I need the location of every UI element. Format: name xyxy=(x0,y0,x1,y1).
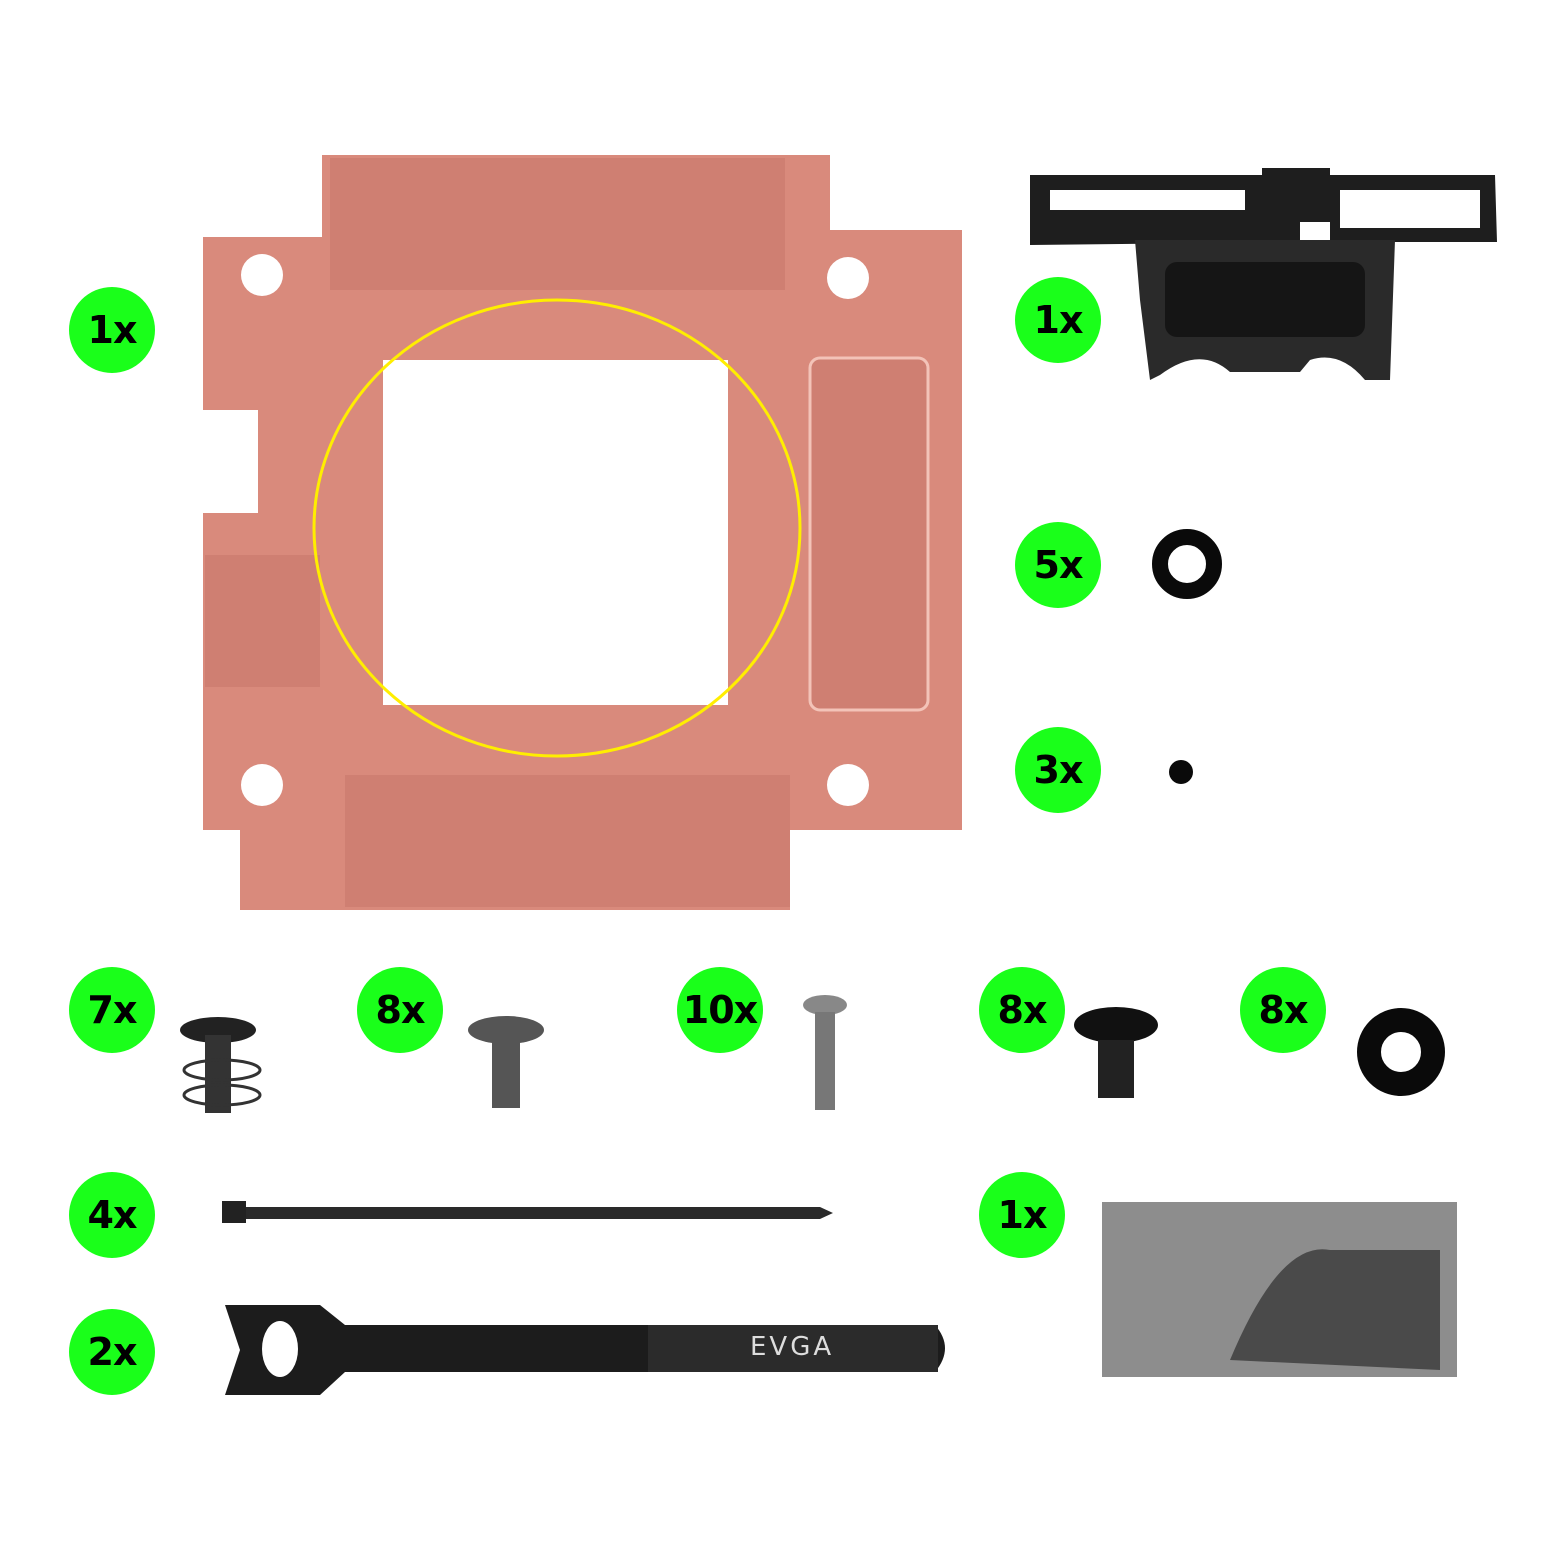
mounting-bracket xyxy=(1030,168,1497,380)
quantity-badge-cable-tie: 4x xyxy=(69,1172,155,1258)
cable-tie xyxy=(222,1201,833,1223)
quantity-badge-o-ring: 5x xyxy=(1015,522,1101,608)
spring-screw xyxy=(180,1017,262,1113)
copper-shim-plate xyxy=(203,155,962,910)
small-rubber-plug xyxy=(1169,760,1193,784)
quantity-badge-black-screw: 8x xyxy=(979,967,1065,1053)
quantity-badge-washer: 8x xyxy=(1240,967,1326,1053)
pan-head-screw xyxy=(468,1016,544,1108)
strap-logo: EVGA xyxy=(750,1332,835,1362)
o-ring-washer xyxy=(1152,529,1222,599)
quantity-badge-bracket: 1x xyxy=(1015,277,1101,363)
quantity-badge-spring-screw: 7x xyxy=(69,967,155,1053)
thermal-paste-packet xyxy=(1102,1202,1457,1377)
long-thin-screw xyxy=(803,995,847,1110)
quantity-badge-long-screw: 10x xyxy=(677,967,763,1053)
quantity-badge-thermal-paste: 1x xyxy=(979,1172,1065,1258)
highlight-circle xyxy=(312,298,802,758)
quantity-badge-plug: 3x xyxy=(1015,727,1101,813)
flat-washer xyxy=(1357,1008,1445,1096)
quantity-badge-velcro-strap: 2x xyxy=(69,1309,155,1395)
quantity-badge-pan-screw: 8x xyxy=(357,967,443,1053)
velcro-strap xyxy=(225,1305,945,1395)
black-screw xyxy=(1074,1007,1158,1098)
quantity-badge-copper-plate: 1x xyxy=(69,287,155,373)
